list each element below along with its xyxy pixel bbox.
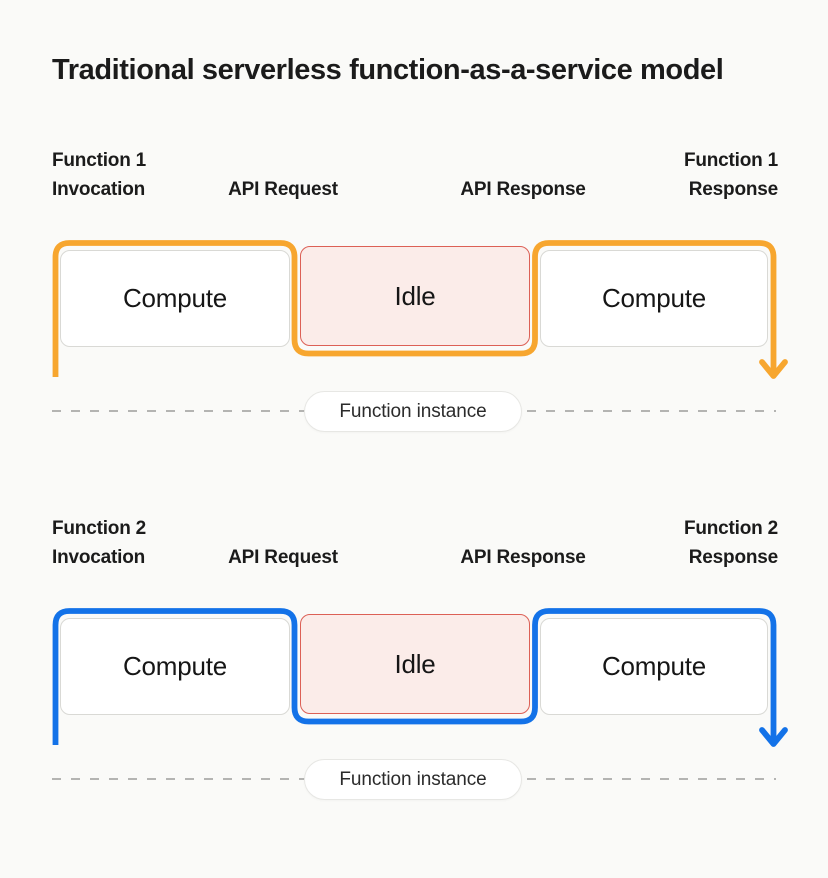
down-arrow-icon: [759, 359, 788, 379]
function-1-invocation-label: Function 1 Invocation: [52, 146, 146, 204]
compute-segment: Compute: [540, 250, 768, 347]
label-line-1: Function 2: [683, 518, 778, 539]
compute-segment: Compute: [60, 618, 290, 715]
compute-segment: Compute: [60, 250, 290, 347]
idle-segment: Idle: [300, 246, 530, 346]
function-instance-badge: Function instance: [304, 759, 522, 800]
label-line-2: Invocation: [52, 179, 146, 200]
api-request-label: API Request: [228, 179, 338, 200]
label-line-2: Response: [688, 547, 778, 568]
function-2-invocation-label: Function 2 Invocation: [52, 514, 146, 572]
function-2-flow-line: [52, 608, 788, 747]
compute-segment: Compute: [540, 618, 768, 715]
label-line-1: Function 1: [683, 150, 778, 171]
label-line-1: Function 1: [52, 150, 147, 171]
timeline-path: [52, 608, 777, 745]
label-line-1: Function 2: [52, 518, 147, 539]
api-request-label: API Request: [228, 547, 338, 568]
page-title: Traditional serverless function-as-a-ser…: [52, 54, 724, 86]
function-instance-badge: Function instance: [304, 391, 522, 432]
function-2-response-label: Function 2 Response: [684, 514, 778, 572]
function-1-response-label: Function 1 Response: [684, 146, 778, 204]
down-arrow-icon: [759, 727, 788, 747]
idle-segment: Idle: [300, 614, 530, 714]
function-1-flow-line: [52, 240, 788, 379]
timeline-path: [52, 240, 777, 377]
label-line-2: Response: [688, 179, 778, 200]
label-line-2: Invocation: [52, 547, 146, 568]
api-response-label: API Response: [460, 179, 586, 200]
api-response-label: API Response: [460, 547, 586, 568]
